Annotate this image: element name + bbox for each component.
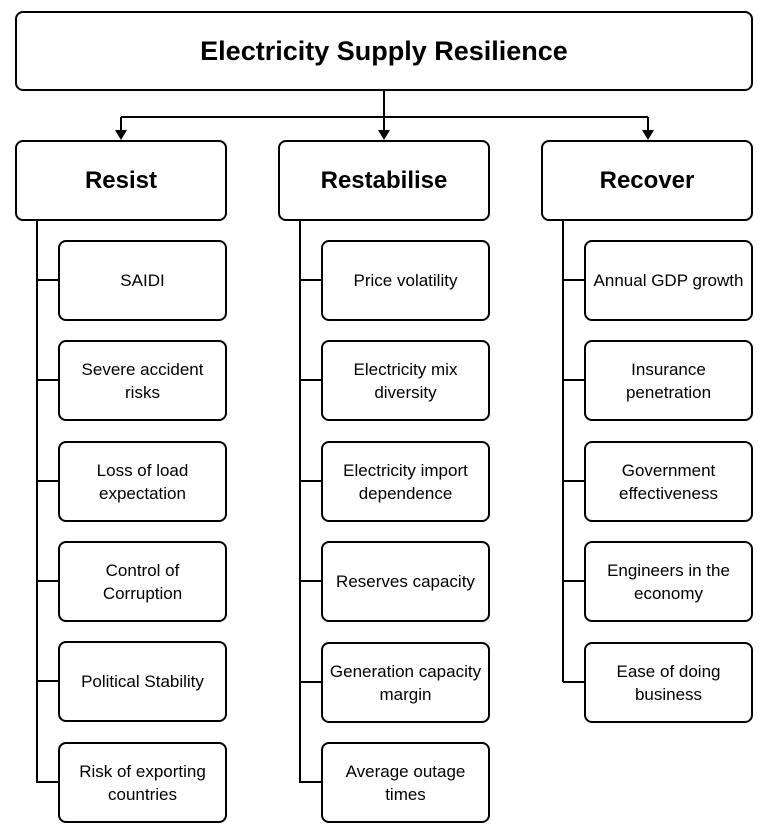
indicator-label: Annual GDP growth [593, 271, 744, 290]
indicator-label: SAIDI [120, 271, 165, 290]
indicator-label: Average outage times [345, 761, 466, 804]
indicator-label: Government effectiveness [619, 460, 718, 503]
indicator-label: Control of Corruption [102, 560, 183, 603]
arrowhead-icon [378, 130, 390, 140]
indicator-label: Political Stability [81, 672, 204, 691]
indicator-label: Electricity mix diversity [353, 359, 458, 402]
indicator-box: Political Stability [58, 641, 227, 722]
diagram-title-box: Electricity Supply Resilience [15, 11, 753, 91]
category-resist-label: Resist [84, 166, 158, 194]
category-resist-box: Resist [15, 140, 227, 221]
indicator-box: Price volatility [321, 240, 490, 321]
indicator-label: Electricity import dependence [343, 460, 468, 503]
category-recover-box: Recover [541, 140, 753, 221]
indicator-box: SAIDI [58, 240, 227, 321]
indicator-label: Insurance penetration [625, 359, 712, 402]
indicator-box: Government effectiveness [584, 441, 753, 522]
indicator-label: Reserves capacity [336, 572, 475, 591]
indicator-box: Loss of load expectation [58, 441, 227, 522]
indicator-label: Risk of exporting countries [79, 761, 206, 804]
indicator-box: Control of Corruption [58, 541, 227, 622]
diagram-title: Electricity Supply Resilience [200, 35, 568, 66]
indicator-box: Electricity mix diversity [321, 340, 490, 421]
indicator-label: Generation capacity margin [329, 661, 482, 704]
indicator-box: Electricity import dependence [321, 441, 490, 522]
indicator-box: Risk of exporting countries [58, 742, 227, 823]
arrowhead-icon [115, 130, 127, 140]
indicator-box: Annual GDP growth [584, 240, 753, 321]
indicator-label: Loss of load expectation [96, 460, 189, 503]
indicator-box: Reserves capacity [321, 541, 490, 622]
indicator-box: Insurance penetration [584, 340, 753, 421]
category-restabilise-label: Restabilise [320, 166, 448, 194]
category-restabilise-box: Restabilise [278, 140, 490, 221]
indicator-label: Price volatility [353, 271, 458, 290]
indicator-box: Engineers in the economy [584, 541, 753, 622]
category-recover-label: Recover [599, 166, 695, 194]
indicator-box: Average outage times [321, 742, 490, 823]
indicator-label: Engineers in the economy [607, 560, 730, 603]
indicator-label: Severe accident risks [81, 359, 204, 402]
indicator-label: Ease of doing business [616, 661, 721, 704]
indicator-box: Severe accident risks [58, 340, 227, 421]
indicator-box: Ease of doing business [584, 642, 753, 723]
arrowhead-icon [642, 130, 654, 140]
indicator-box: Generation capacity margin [321, 642, 490, 723]
